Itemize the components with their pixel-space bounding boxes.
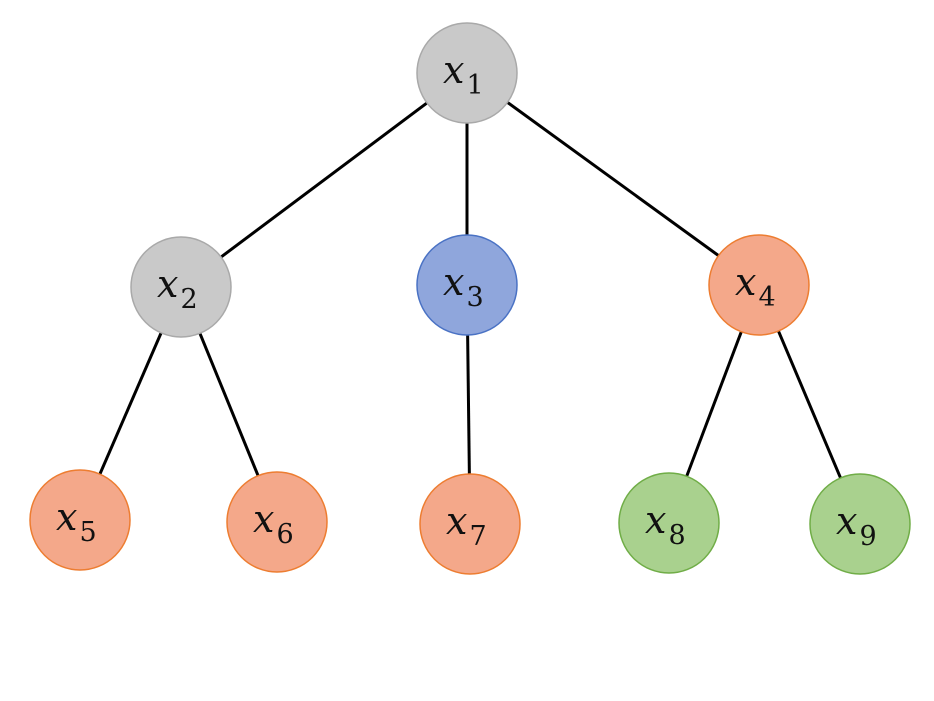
node-x8: x8 [618, 472, 720, 574]
node-variable: x [253, 497, 274, 541]
node-x7: x7 [419, 473, 521, 575]
node-variable: x [443, 48, 464, 92]
node-variable: x [645, 498, 666, 542]
node-circle-x6 [226, 471, 328, 573]
node-variable: x [157, 262, 178, 306]
node-variable: x [735, 260, 756, 304]
node-subscript: 7 [469, 521, 486, 552]
edge-x1-x4 [506, 101, 720, 257]
node-circle-x3 [416, 234, 518, 336]
node-variable: x [443, 260, 464, 304]
node-x5: x5 [29, 469, 131, 571]
node-variable: x [836, 499, 857, 543]
node-subscript: 5 [79, 517, 96, 548]
node-circle-x4 [708, 234, 810, 336]
node-x4: x4 [708, 234, 810, 336]
node-subscript: 4 [758, 282, 775, 313]
node-circle-x7 [419, 473, 521, 575]
node-label-x9: x9 [836, 499, 877, 552]
edge-x3-x7 [466, 334, 471, 475]
node-label-x4: x4 [735, 260, 776, 313]
node-circle-x5 [29, 469, 131, 571]
edge-x2-x6 [198, 332, 260, 477]
node-circle-x8 [618, 472, 720, 574]
node-label-x7: x7 [446, 499, 487, 552]
edge-x1-x2 [220, 101, 428, 259]
node-label-x5: x5 [56, 495, 97, 548]
node-subscript: 2 [180, 284, 197, 315]
node-x9: x9 [809, 473, 911, 575]
node-x6: x6 [226, 471, 328, 573]
node-subscript: 3 [466, 282, 483, 313]
node-subscript: 8 [668, 520, 685, 551]
node-label-x6: x6 [253, 497, 294, 550]
node-label-x2: x2 [157, 262, 198, 315]
edge-layer [98, 101, 842, 479]
node-subscript: 6 [276, 519, 293, 550]
node-variable: x [446, 499, 467, 543]
node-label-x1: x1 [443, 48, 484, 101]
edge-x4-x8 [685, 331, 743, 477]
edge-x2-x5 [98, 332, 163, 475]
node-subscript: 9 [859, 521, 876, 552]
node-label-x3: x3 [443, 260, 484, 313]
node-circle-x2 [130, 236, 232, 338]
node-x1: x1 [416, 22, 518, 124]
node-circle-x9 [809, 473, 911, 575]
node-label-x8: x8 [645, 498, 686, 551]
edge-x4-x9 [777, 330, 842, 479]
node-subscript: 1 [466, 70, 483, 101]
node-variable: x [56, 495, 77, 539]
node-x3: x3 [416, 234, 518, 336]
node-x2: x2 [130, 236, 232, 338]
node-circle-x1 [416, 22, 518, 124]
